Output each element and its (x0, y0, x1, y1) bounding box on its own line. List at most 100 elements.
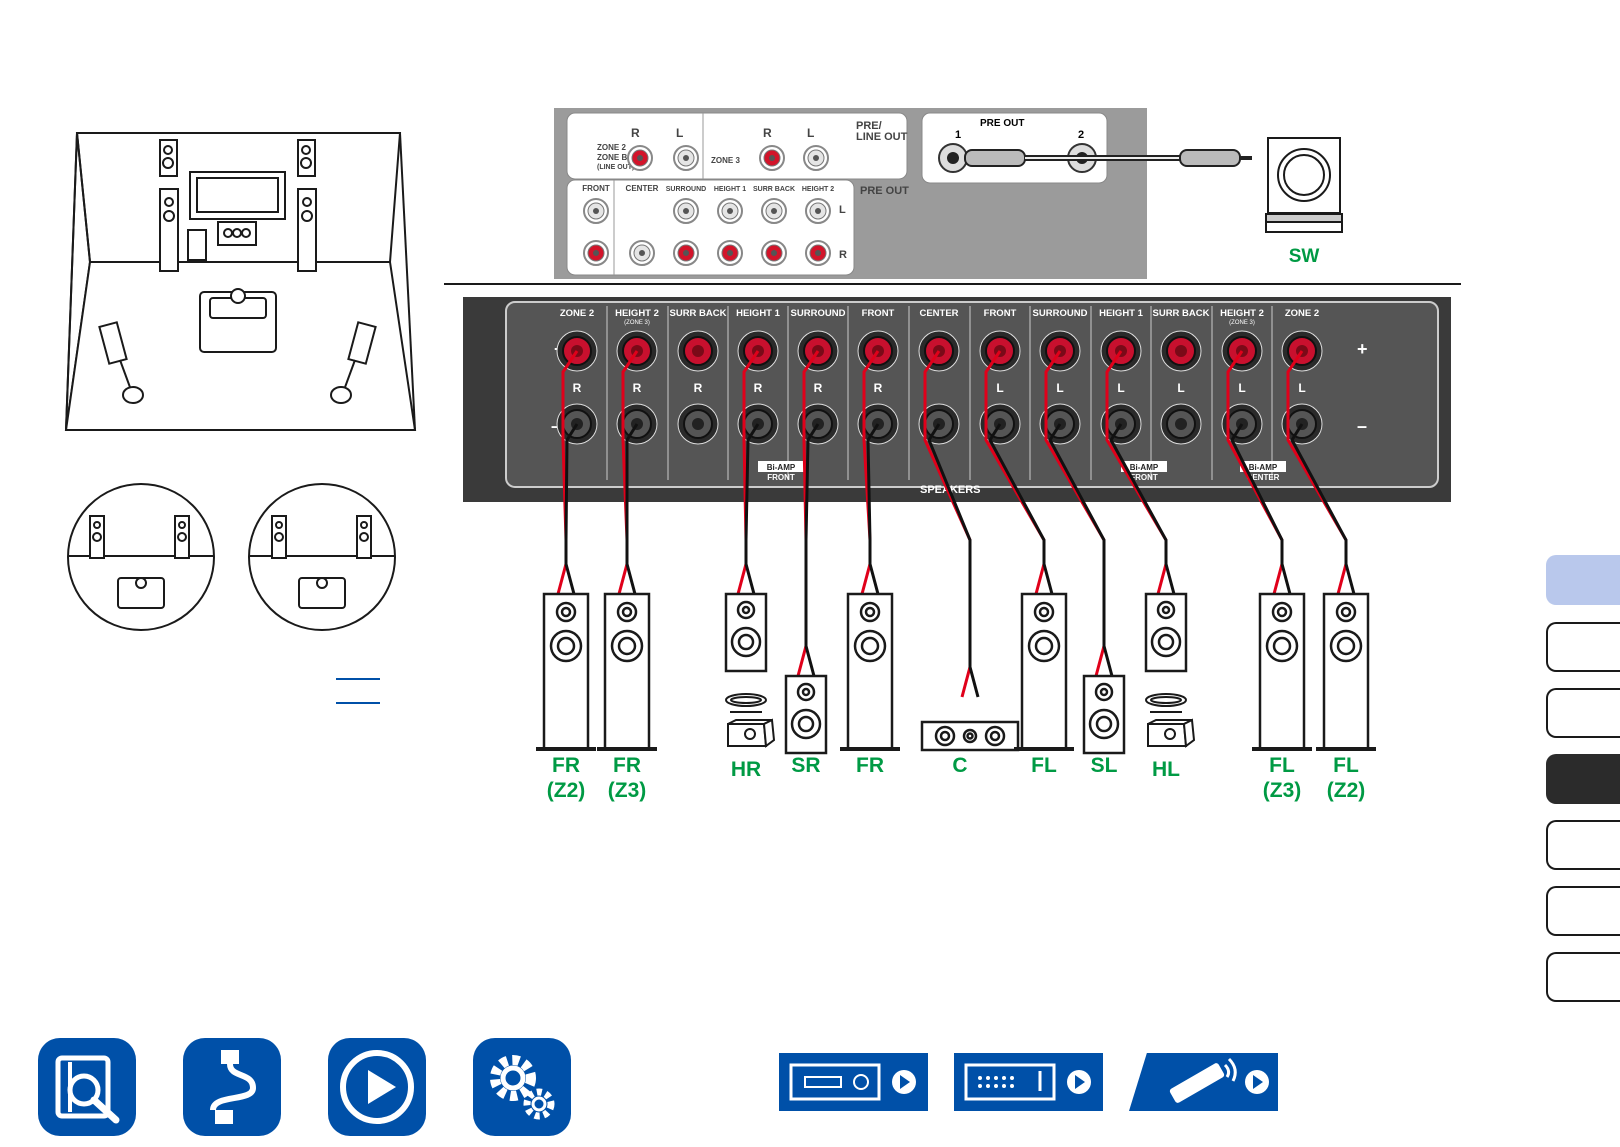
speaker-hr-icon (724, 592, 768, 673)
terminal-header-1: HEIGHT 2 (615, 308, 659, 319)
terminal-header-10: SURR BACK (1153, 308, 1210, 319)
terminal-header-6: CENTER (919, 308, 958, 319)
biamp-label-3: Bi-AMP (1249, 463, 1278, 472)
speaker-fr-z2-icon (536, 592, 596, 751)
speaker-wire-4 (860, 350, 880, 595)
terminal-header-9: HEIGHT 1 (1099, 308, 1144, 319)
speaker-wire-1 (617, 350, 639, 595)
minus-sign-right: – (1357, 416, 1367, 436)
speaker-fl-z3-icon (1252, 592, 1312, 751)
speaker-wire-10 (1286, 350, 1356, 595)
subwoofer-icon (1265, 137, 1343, 233)
remote-button[interactable] (1129, 1053, 1278, 1111)
biamp-label-1: Bi-AMP (767, 463, 796, 472)
preout-r-2: R (763, 126, 772, 140)
minus-sign-left: – (551, 416, 561, 436)
subwoofer-cable (964, 149, 1252, 167)
remote-control-icon (1169, 1057, 1269, 1103)
speaker-label-2: HR (731, 758, 761, 781)
channel-letter-4: R (814, 381, 823, 395)
side-tab-4[interactable] (1546, 754, 1620, 804)
channel-letter-2: R (694, 381, 703, 395)
preout-input-label-3: HEIGHT 1 (714, 186, 746, 193)
speaker-hr-mount-icon (725, 693, 776, 748)
speaker-icons (536, 592, 1376, 755)
side-tab-7[interactable] (1546, 952, 1620, 1002)
preout-l-3: L (839, 204, 846, 216)
speaker-wires (556, 350, 1356, 698)
side-tab-3[interactable] (1546, 688, 1620, 738)
settings-button[interactable] (473, 1038, 571, 1136)
speaker-label-1: FR (613, 754, 641, 777)
channel-letter-11: L (1238, 381, 1245, 395)
terminal-header-8: SURROUND (1033, 308, 1088, 319)
book-search-icon (55, 1055, 120, 1124)
manual-search-button[interactable] (38, 1038, 136, 1136)
speaker-sublabel-10: (Z2) (1327, 779, 1366, 802)
speaker-label-7: SL (1091, 754, 1118, 777)
preout-input-label-2: SURROUND (666, 186, 706, 193)
cable-icon (210, 1050, 257, 1124)
preout-l-1: L (676, 126, 683, 140)
pre-line-out-1: PRE/ (856, 120, 882, 132)
speaker-fr-icon (840, 592, 900, 751)
speaker-label-5: C (952, 754, 967, 777)
zone2-label-2: ZONE B (597, 153, 627, 162)
side-tab-1[interactable] (1546, 555, 1620, 605)
channel-letter-1: R (633, 381, 642, 395)
speaker-hl-mount-icon (1145, 693, 1196, 748)
side-tab-5[interactable] (1546, 820, 1620, 870)
terminal-header-4: SURROUND (791, 308, 846, 319)
room-layout-illustration (64, 132, 417, 431)
preout-input-label-5: HEIGHT 2 (802, 186, 834, 193)
speaker-fl-z2-icon (1316, 592, 1376, 751)
speaker-wire-6 (984, 350, 1054, 595)
preout-input-label-1: CENTER (626, 184, 659, 193)
terminal-header-5: FRONT (862, 308, 895, 319)
terminal-header-12: ZONE 2 (1285, 308, 1319, 319)
speaker-wire-5 (923, 350, 980, 698)
connections-button[interactable] (183, 1038, 281, 1136)
front-panel-button[interactable] (779, 1053, 928, 1111)
zone2-label-3: (LINE OUT) (597, 164, 634, 171)
biamp-center-label: CENTER (1247, 473, 1280, 482)
play-icon (340, 1050, 414, 1124)
speaker-label-4: FR (856, 754, 884, 777)
biamp-front-label-2: FRONT (1130, 473, 1158, 482)
preout-input-label-0: FRONT (582, 184, 610, 193)
side-tab-2[interactable] (1546, 622, 1620, 672)
channel-letter-12: L (1298, 381, 1305, 395)
link-underline-1[interactable] (336, 678, 380, 680)
height2-zone3-sub-right: (ZONE 3) (1229, 320, 1255, 326)
speaker-wire-2 (736, 350, 760, 595)
channel-letter-3: R (754, 381, 763, 395)
side-tab-6[interactable] (1546, 886, 1620, 936)
channel-letter-9: L (1117, 381, 1124, 395)
rear-panel-icon (964, 1063, 1091, 1101)
plus-sign-right: + (1357, 339, 1368, 359)
pre-out-label: PRE OUT (860, 185, 909, 197)
channel-letter-10: L (1177, 381, 1184, 395)
speaker-fr-z3-icon (597, 592, 657, 751)
pre-line-out-2: LINE OUT (856, 131, 908, 143)
link-underline-2[interactable] (336, 702, 380, 704)
terminal-header-0: ZONE 2 (560, 308, 594, 319)
speaker-label-6: FL (1031, 754, 1057, 777)
preout-r-1: R (631, 126, 640, 140)
speaker-wire-9 (1226, 350, 1292, 595)
terminal-header-11: HEIGHT 2 (1220, 308, 1264, 319)
speaker-wire-3 (796, 350, 820, 677)
playback-button[interactable] (328, 1038, 426, 1136)
speaker-sr-icon (784, 674, 828, 755)
preout-l-2: L (807, 126, 814, 140)
height2-zone3-sub: (ZONE 3) (624, 320, 650, 326)
rear-panel-button[interactable] (954, 1053, 1103, 1111)
speaker-label-3: SR (791, 754, 820, 777)
speaker-wire-0 (556, 350, 579, 595)
speaker-wire-8 (1105, 350, 1176, 595)
front-panel-icon (789, 1063, 916, 1101)
gears-icon (490, 1055, 555, 1120)
preout-header: PRE OUT (980, 118, 1024, 129)
speaker-wire-7 (1044, 350, 1114, 677)
